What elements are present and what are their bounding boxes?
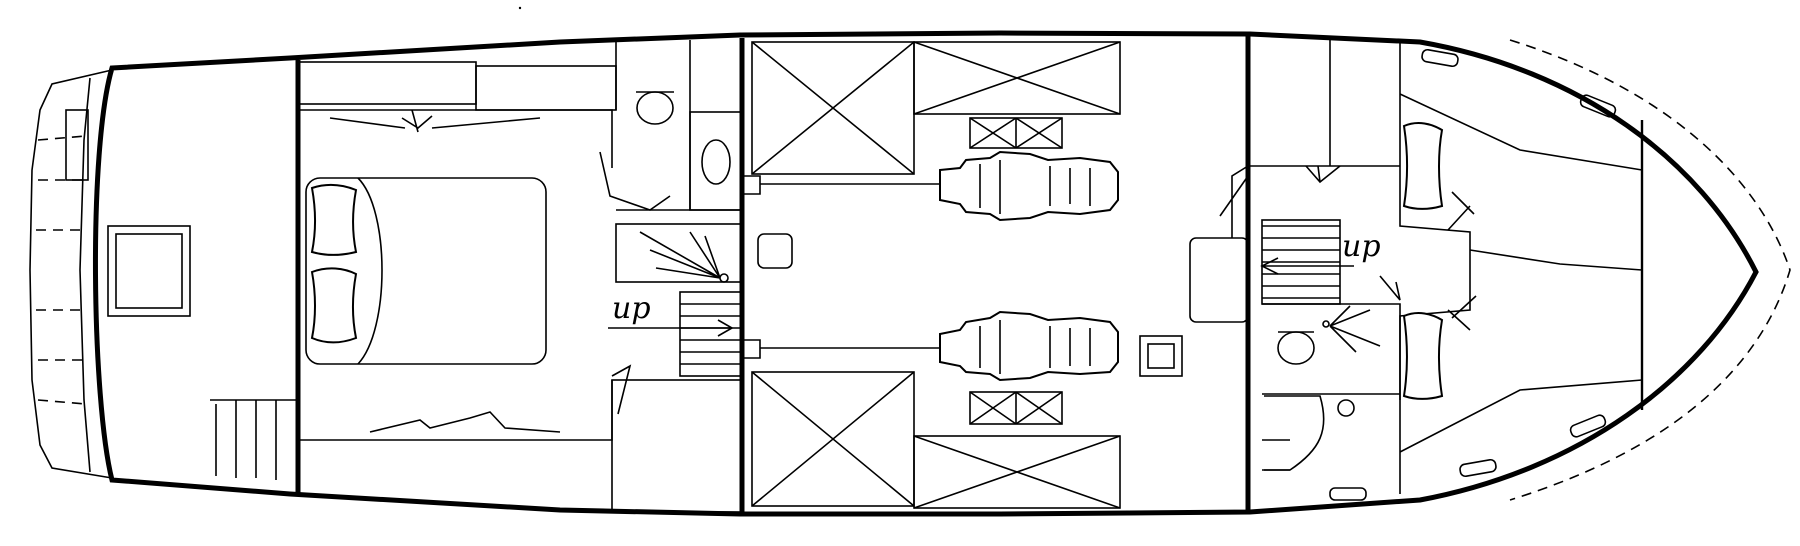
aft-stair-treads bbox=[680, 303, 742, 365]
aft-head-walls bbox=[615, 40, 742, 211]
pillow-top bbox=[310, 183, 358, 256]
aft-cabin-shelf-bottom bbox=[298, 380, 613, 441]
engine-stbd-detail bbox=[979, 320, 1091, 374]
aft-cabin-shelf-top bbox=[298, 109, 613, 168]
aft-head-counter bbox=[689, 111, 743, 211]
fuel-tank-fwd-top bbox=[913, 41, 1121, 115]
shower-drain bbox=[719, 273, 729, 283]
portlight-4 bbox=[1459, 458, 1497, 478]
fwd-head-door bbox=[1219, 165, 1249, 238]
deck-hatch-inner bbox=[115, 233, 183, 309]
swim-platform bbox=[29, 69, 113, 479]
vberth-fold-bottom bbox=[1447, 295, 1477, 331]
stray-dot bbox=[518, 6, 522, 10]
aft-stair-arrow bbox=[608, 319, 734, 337]
portlight-1 bbox=[1421, 48, 1459, 68]
vberth-top bbox=[1399, 93, 1643, 171]
door-swing-aft-bottom bbox=[611, 364, 632, 415]
shower-spray bbox=[639, 231, 721, 279]
battery-bottom-x bbox=[969, 391, 1063, 425]
aft-head-toilet bbox=[636, 91, 674, 125]
portlight-3 bbox=[1569, 414, 1607, 438]
aft-cabin-locker-right bbox=[475, 65, 617, 111]
master-berth bbox=[305, 177, 547, 365]
transom-dashed-top bbox=[36, 135, 87, 231]
strainer-fwd-inner bbox=[1147, 343, 1175, 369]
fwd-stair-arrow bbox=[1260, 257, 1354, 275]
fuel-tank-aft-top-x bbox=[751, 41, 915, 175]
hull-outline bbox=[92, 30, 1759, 517]
fwd-head-sink bbox=[1337, 399, 1355, 417]
aft-deck bbox=[107, 225, 298, 480]
fwd-cabin bbox=[1329, 40, 1643, 501]
vberth-bottom bbox=[1399, 379, 1643, 453]
fuel-tank-fwd-bottom bbox=[913, 435, 1121, 509]
up-label-aft: up bbox=[612, 291, 651, 326]
vberth-fold-top bbox=[1447, 191, 1475, 231]
fwd-cabin-door-swing bbox=[1379, 275, 1401, 301]
portlight-5 bbox=[1329, 487, 1367, 501]
fuel-tank-fwd-top-x bbox=[913, 41, 1121, 115]
door-swing-aft-top bbox=[599, 151, 671, 211]
fwd-head-toilet bbox=[1277, 331, 1315, 365]
vberth-pillow-top bbox=[1402, 122, 1444, 210]
engine-port bbox=[939, 150, 1119, 222]
engine-port-detail bbox=[979, 160, 1091, 214]
light-star-top bbox=[401, 109, 433, 133]
dresser-bottom bbox=[611, 379, 743, 513]
vberth-pillow-bottom bbox=[1402, 312, 1444, 400]
berth-headboard bbox=[357, 177, 383, 365]
fwd-shower-spray bbox=[1329, 305, 1381, 353]
aft-cabin-hanging-locker bbox=[297, 61, 477, 105]
hull-rubrail-dashed bbox=[1509, 39, 1791, 501]
fwd-shower-drain bbox=[1322, 320, 1330, 328]
light-top-lines bbox=[329, 117, 541, 129]
vberth-outline bbox=[1399, 40, 1471, 494]
aft-head-sink bbox=[701, 139, 731, 185]
fuel-tank-aft-bottom-x bbox=[751, 371, 915, 507]
deck-hatch-outer bbox=[107, 225, 191, 317]
shaft-bottom bbox=[742, 339, 940, 359]
fuel-tank-fwd-bottom-x bbox=[913, 435, 1121, 509]
battery-top-x bbox=[969, 117, 1063, 149]
engine-room bbox=[742, 41, 1183, 509]
aft-stairs: up bbox=[608, 291, 743, 377]
pillow-bottom bbox=[310, 267, 358, 344]
strainer-fwd-outer bbox=[1139, 335, 1183, 377]
strainer-aft bbox=[757, 233, 793, 269]
fwd-stair-walls bbox=[1248, 40, 1400, 167]
transom-block bbox=[65, 109, 89, 181]
aft-ladder bbox=[210, 399, 298, 480]
fwd-stair-treads bbox=[1262, 225, 1340, 299]
aft-cabin bbox=[297, 61, 743, 513]
transom-dashed-bottom bbox=[36, 309, 87, 405]
lights-bottom bbox=[369, 411, 561, 433]
fwd-step bbox=[1189, 237, 1249, 323]
engine-stbd bbox=[939, 310, 1119, 382]
fwd-head-vanity bbox=[1264, 395, 1325, 471]
fwd-cabin-door bbox=[1305, 165, 1341, 184]
up-label-fwd: up bbox=[1342, 229, 1381, 264]
portlight-2 bbox=[1579, 94, 1617, 118]
transom-inner bbox=[79, 77, 91, 473]
hull bbox=[29, 30, 1791, 517]
aft-shower bbox=[615, 223, 743, 283]
fwd-head-lockers bbox=[1262, 439, 1290, 471]
shaft-top bbox=[742, 175, 940, 195]
vberth-centre bbox=[1469, 249, 1643, 271]
aft-head bbox=[615, 40, 743, 283]
aft-stair-box bbox=[679, 291, 743, 377]
fwd-stairs-head: up bbox=[1189, 40, 1401, 471]
fwd-head-floor bbox=[1262, 303, 1401, 400]
